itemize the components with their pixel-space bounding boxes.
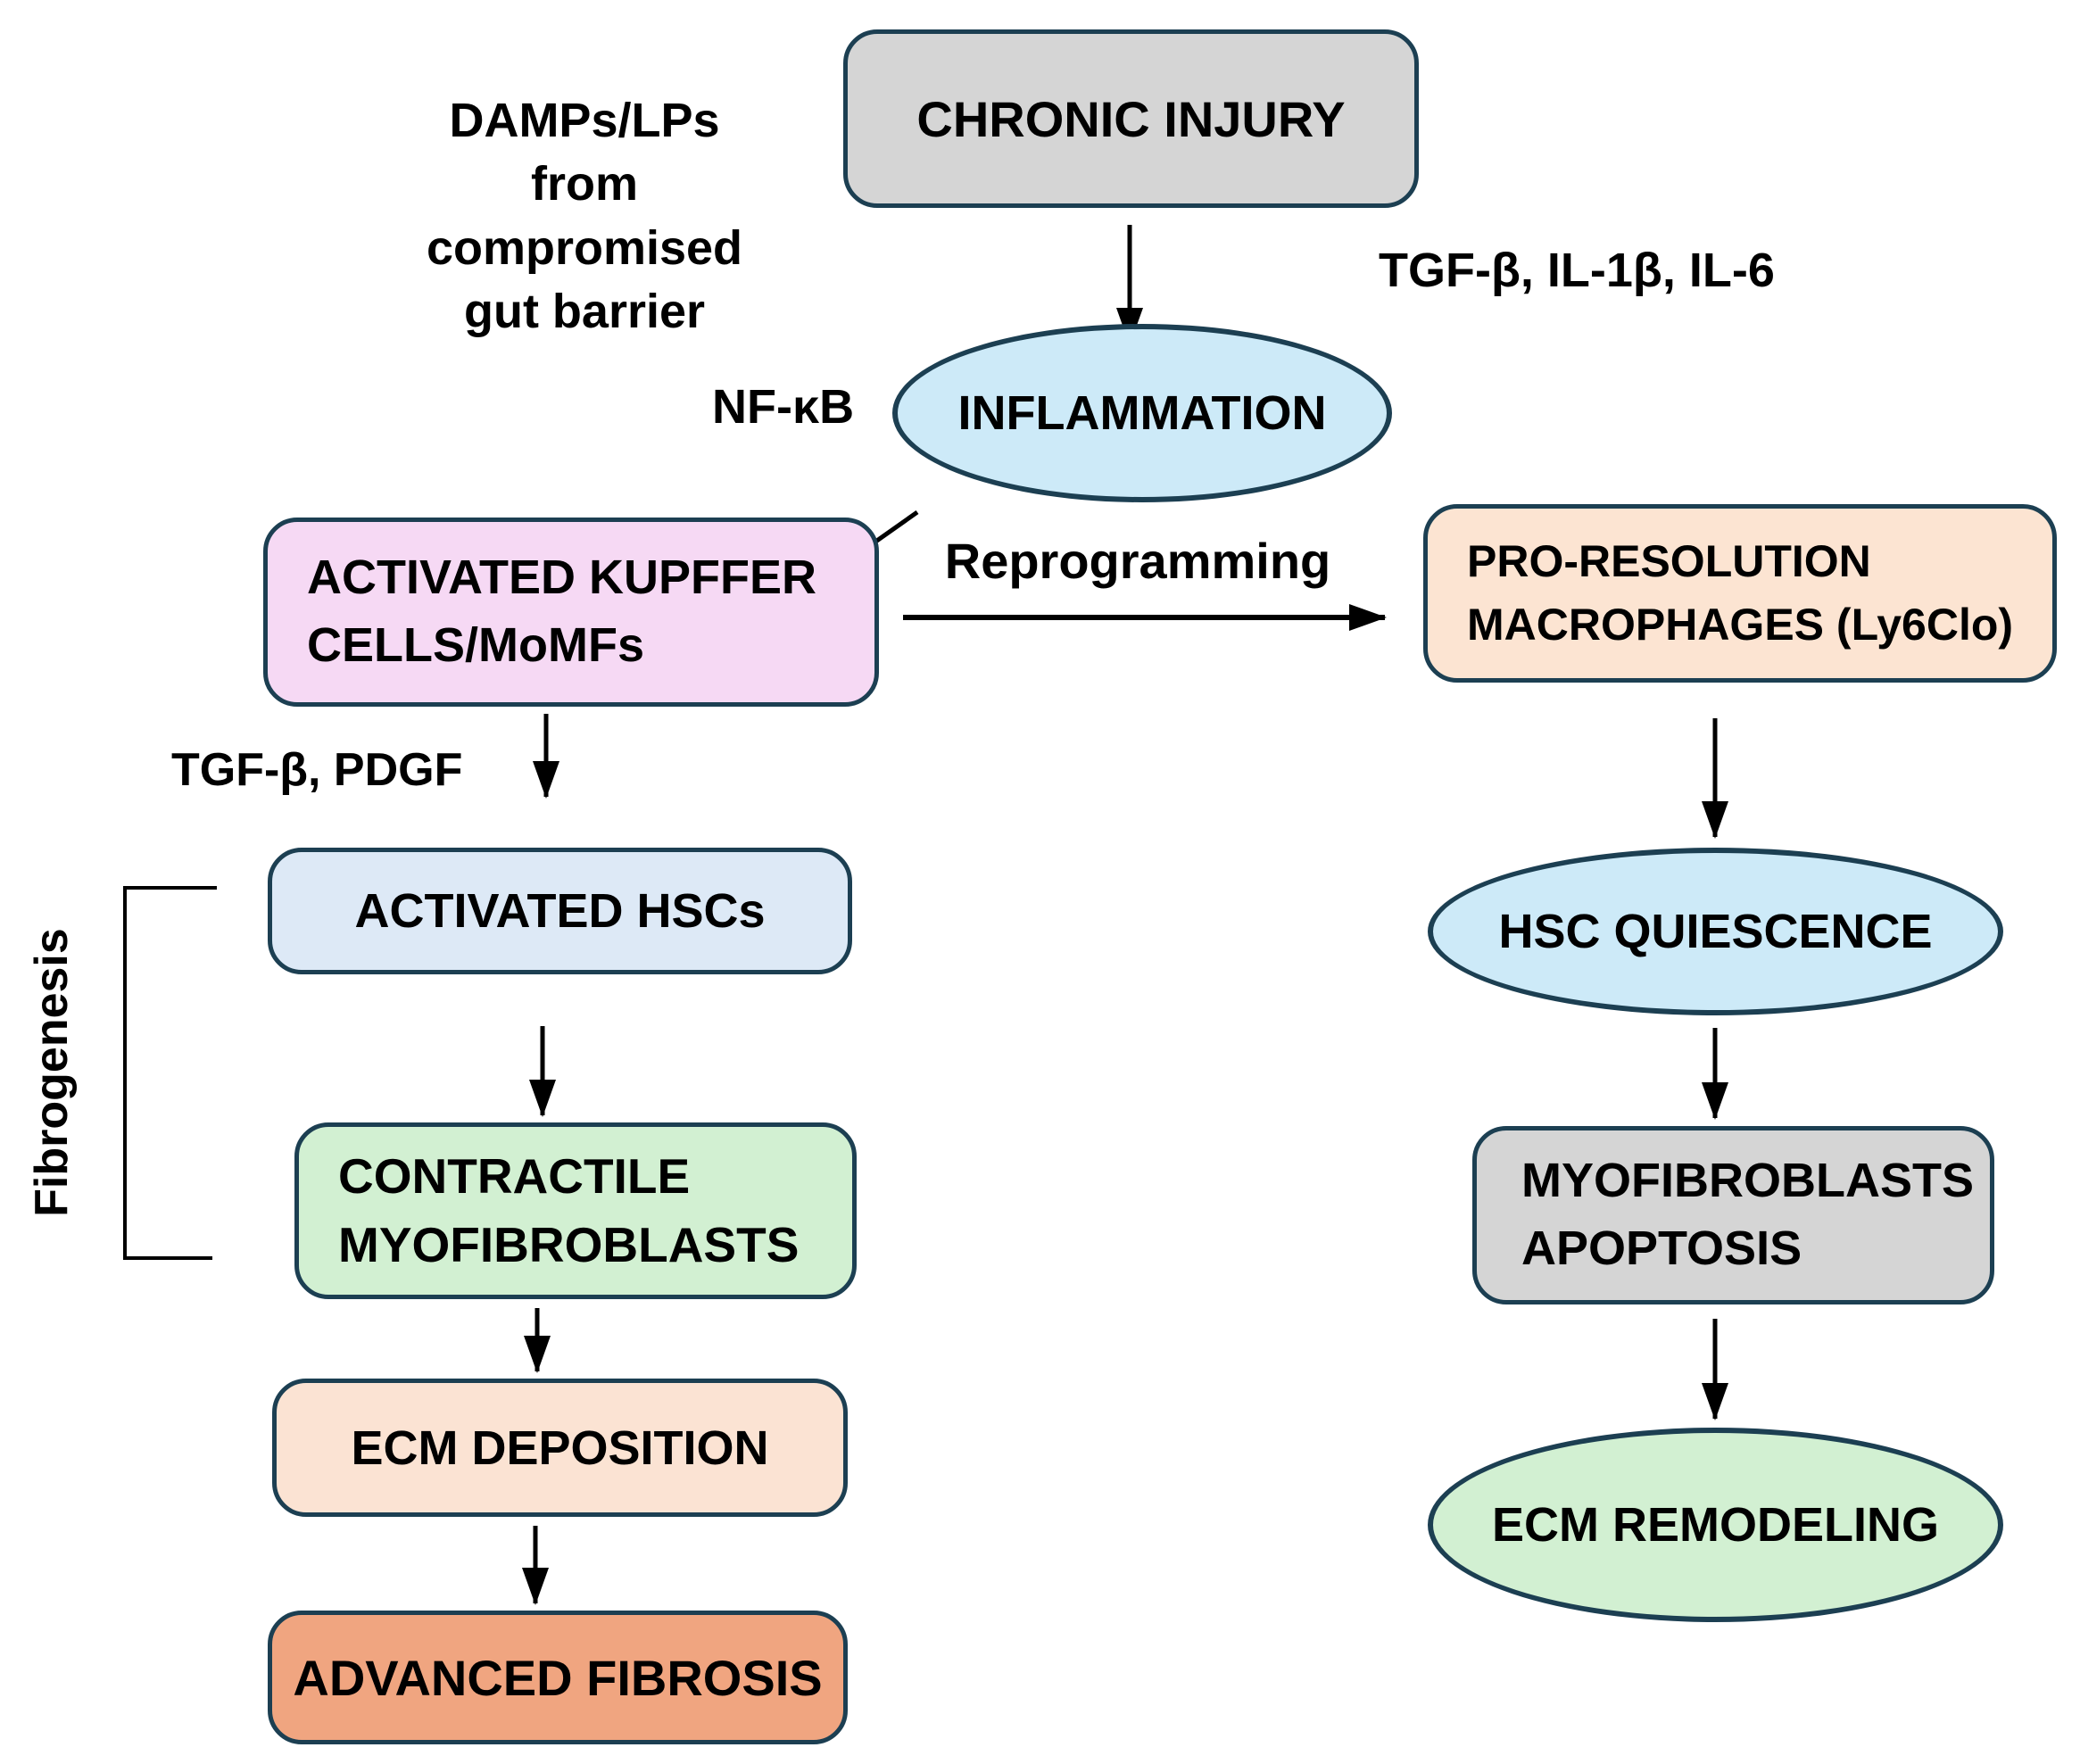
node-label-line1: ACTIVATED KUPFFER [307, 551, 816, 605]
node-label: HSC QUIESCENCE [1498, 905, 1933, 958]
node-activated-kupffer-cells: ACTIVATED KUPFFER CELLS/MoMFs [263, 518, 879, 707]
label-tgfb-il1b-il6: TGF-β, IL-1β, IL-6 [1379, 244, 1775, 297]
node-label: CHRONIC INJURY [916, 90, 1346, 147]
node-activated-hscs: ACTIVATED HSCs [268, 848, 852, 974]
node-label: INFLAMMATION [957, 386, 1327, 440]
node-ecm-deposition: ECM DEPOSITION [272, 1379, 848, 1517]
label-tgfb-pdgf: TGF-β, PDGF [171, 744, 463, 796]
fibrogenesis-bracket [123, 886, 217, 1260]
node-pro-resolution-macrophages: PRO-RESOLUTION MACROPHAGES (Ly6Clo) [1423, 504, 2057, 683]
node-label-line1: MYOFIBROBLASTS [1521, 1154, 1974, 1208]
node-advanced-fibrosis: ADVANCED FIBROSIS [268, 1611, 848, 1744]
node-label: ACTIVATED HSCs [354, 884, 766, 938]
node-label-line2: MYOFIBROBLASTS [338, 1217, 800, 1272]
label-reprogramming: Reprogramming [944, 533, 1331, 589]
node-label-line2: APOPTOSIS [1521, 1222, 1802, 1275]
node-ecm-remodeling: ECM REMODELING [1428, 1428, 2003, 1622]
label-damps-lps-gut-barrier: DAMPs/LPs from compromised gut barrier [426, 94, 743, 338]
label-fibrogenesis: Fibrogenesis [26, 928, 78, 1217]
node-label: ECM REMODELING [1491, 1498, 1939, 1552]
node-label: ADVANCED FIBROSIS [293, 1649, 823, 1706]
node-chronic-injury: CHRONIC INJURY [843, 29, 1419, 208]
node-label-line2: CELLS/MoMFs [307, 618, 644, 672]
label-nfkb: NF-κB [712, 380, 855, 434]
node-contractile-myofibroblasts: CONTRACTILE MYOFIBROBLASTS [294, 1122, 857, 1299]
node-label-line1: CONTRACTILE [338, 1148, 691, 1204]
node-inflammation: INFLAMMATION [892, 324, 1392, 502]
node-myofibroblasts-apoptosis: MYOFIBROBLASTS APOPTOSIS [1472, 1126, 1994, 1304]
node-label-line2: MACROPHAGES (Ly6Clo) [1467, 600, 2014, 650]
node-label-line1: PRO-RESOLUTION [1467, 536, 1871, 586]
node-hsc-quiescence: HSC QUIESCENCE [1428, 848, 2003, 1015]
node-label: ECM DEPOSITION [351, 1420, 769, 1475]
